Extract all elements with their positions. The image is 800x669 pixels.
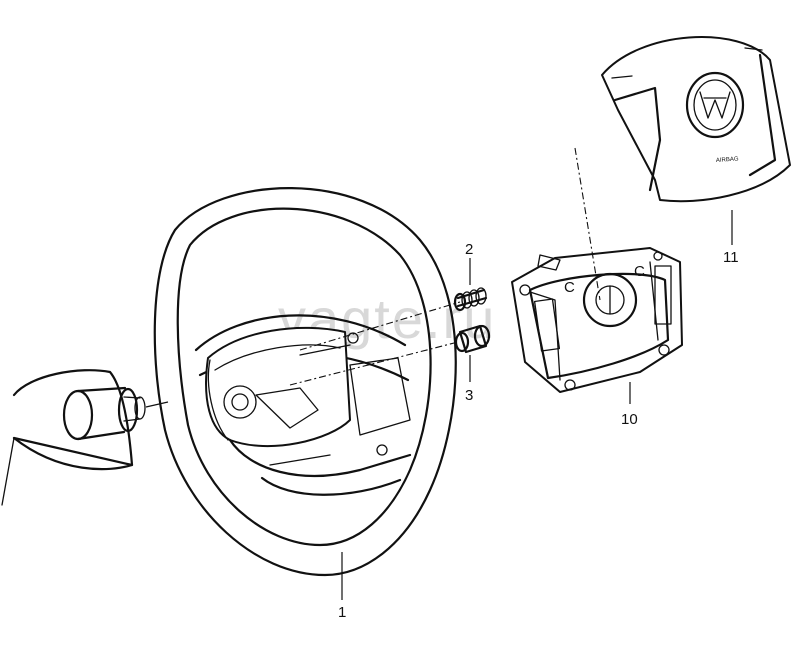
spring — [299, 258, 488, 351]
airbag-label: AIRBAG — [716, 156, 739, 164]
svg-text:C: C — [564, 279, 575, 296]
callout-2: 2 — [465, 241, 473, 258]
callout-10: 10 — [621, 411, 638, 428]
steering-wheel — [153, 187, 457, 600]
switch-unit: C C — [511, 147, 683, 404]
callout-11: 11 — [723, 249, 739, 266]
steering-column — [1, 369, 169, 506]
callout-1: 1 — [338, 604, 346, 621]
bushing — [289, 324, 491, 386]
svg-text:C: C — [634, 263, 645, 280]
callout-3: 3 — [465, 387, 473, 404]
airbag-unit: AIRBAG — [601, 36, 791, 245]
